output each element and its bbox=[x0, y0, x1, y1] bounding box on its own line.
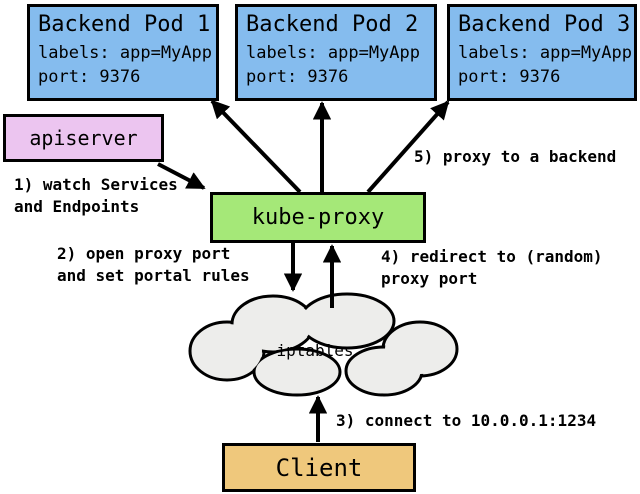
arrow-kubeproxy-to-pod1 bbox=[210, 99, 302, 194]
step5-proxy-backend-label: 5) proxy to a backend bbox=[414, 147, 617, 166]
pod-port: port: 9376 bbox=[38, 67, 141, 87]
backend-pod-2: Backend Pod 2 labels: app=MyApp port: 93… bbox=[235, 4, 437, 101]
step4-redirect-label: 4) redirect to (random) proxy port bbox=[381, 247, 603, 288]
apiserver-node: apiserver bbox=[3, 114, 164, 162]
kube-proxy-node: kube-proxy bbox=[210, 192, 426, 243]
iptables-cloud bbox=[188, 292, 459, 397]
client-node: Client bbox=[222, 443, 416, 492]
step2-open-proxy-port-label: 2) open proxy port and set portal rules bbox=[57, 244, 250, 285]
iptables-cloud-label: iptables bbox=[276, 341, 354, 360]
backend-pod-1: Backend Pod 1 labels: app=MyApp port: 93… bbox=[27, 4, 219, 101]
pod-labels: labels: app=MyApp bbox=[246, 43, 420, 63]
backend-pod-3: Backend Pod 3 labels: app=MyApp port: 93… bbox=[447, 4, 637, 101]
arrow-kubeproxy-to-pod3 bbox=[366, 100, 450, 194]
step1-watch-services-label: 1) watch Services and Endpoints bbox=[14, 175, 178, 216]
pod-title: Backend Pod 2 bbox=[246, 12, 419, 37]
pod-port: port: 9376 bbox=[458, 67, 561, 87]
pod-labels: labels: app=MyApp bbox=[38, 43, 212, 63]
pod-port: port: 9376 bbox=[246, 67, 349, 87]
step3-connect-label: 3) connect to 10.0.0.1:1234 bbox=[336, 411, 597, 430]
pod-labels: labels: app=MyApp bbox=[458, 43, 632, 63]
pod-title: Backend Pod 3 bbox=[458, 12, 631, 37]
arrow-apiserver-to-kubeproxy bbox=[157, 162, 206, 190]
pod-title: Backend Pod 1 bbox=[38, 12, 211, 37]
